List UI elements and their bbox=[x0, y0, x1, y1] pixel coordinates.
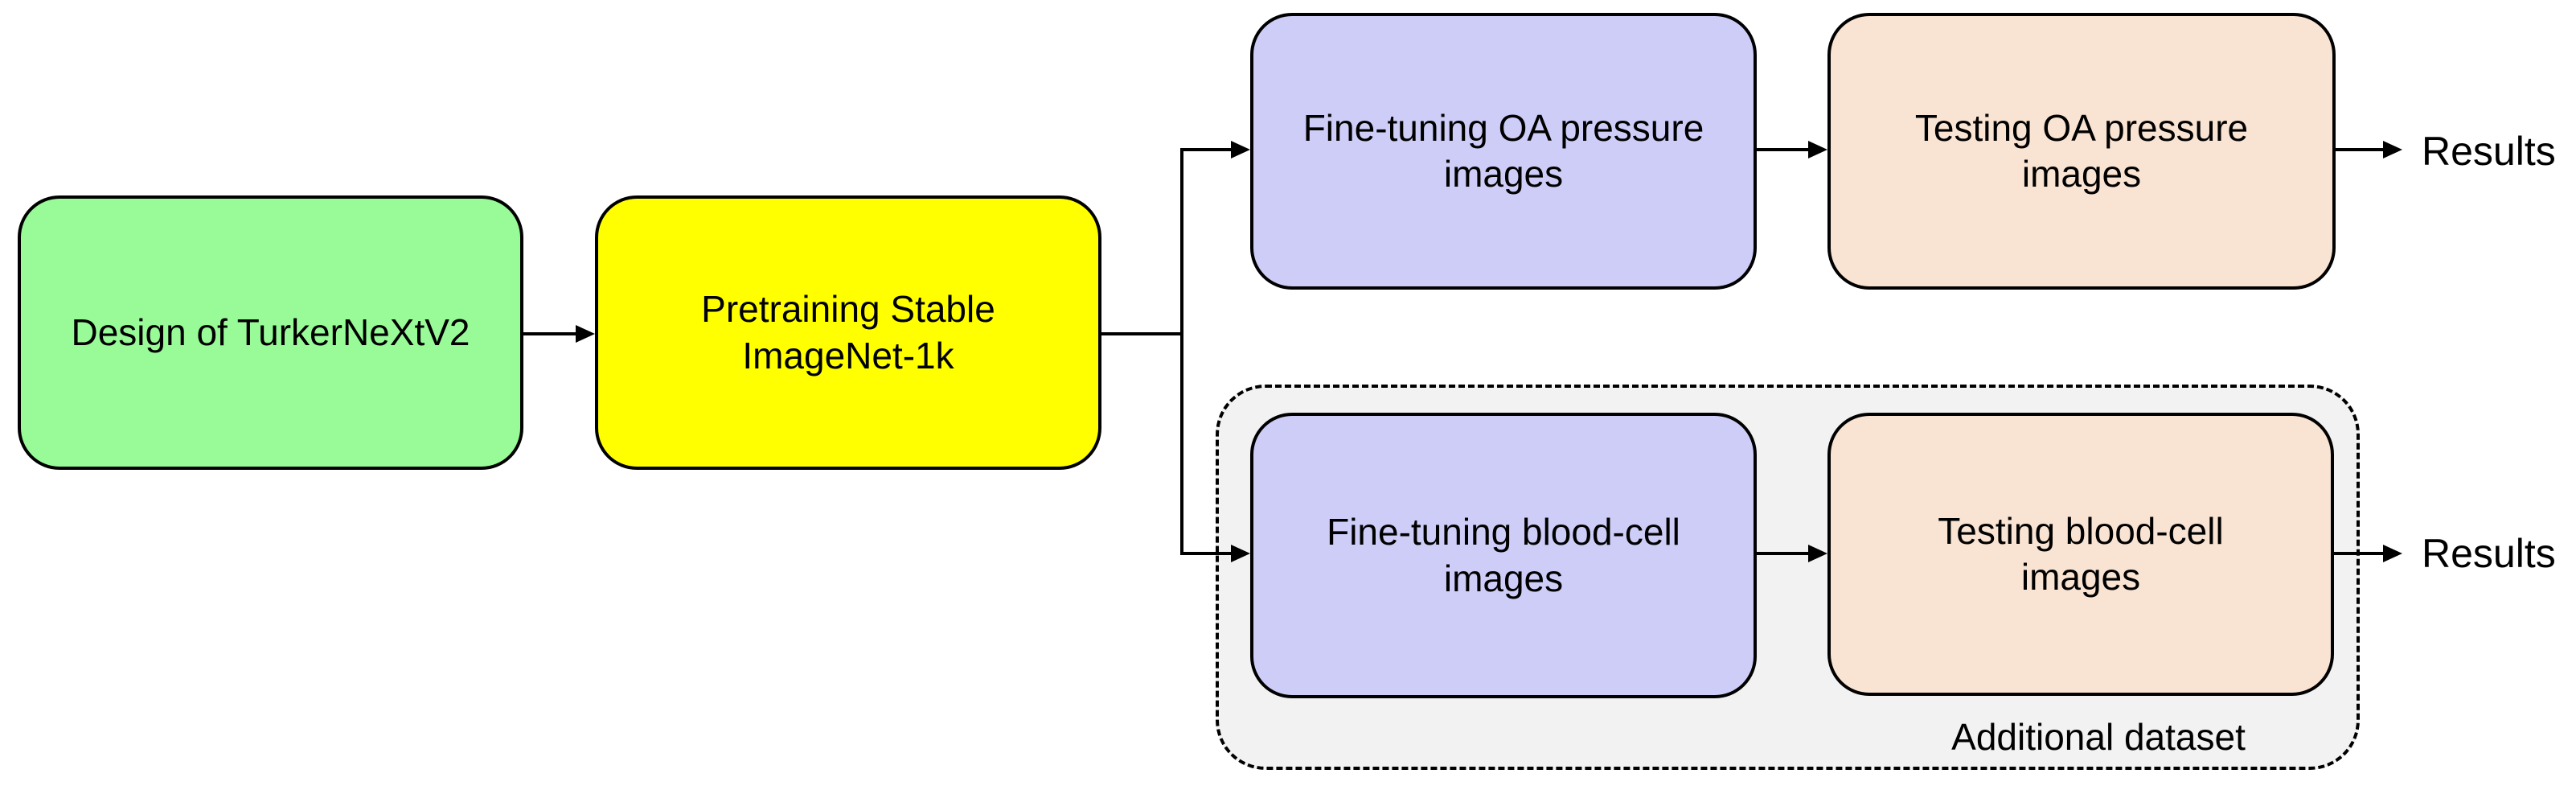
node-test-oa-label: Testing OA pressure images bbox=[1914, 106, 2249, 195]
connector-test-oa-to-results bbox=[2336, 148, 2385, 151]
node-pretraining-imagenet: Pretraining Stable ImageNet-1k bbox=[595, 195, 1101, 470]
additional-dataset-label: Additional dataset bbox=[1951, 716, 2246, 758]
node-pretraining-label: Pretraining Stable ImageNet-1k bbox=[701, 288, 995, 376]
node-test-blood-cell: Testing blood-cell images bbox=[1827, 413, 2334, 696]
arrowhead-branch-to-finetune-blood bbox=[1231, 545, 1250, 562]
results-label-bottom: Results bbox=[2422, 531, 2556, 576]
arrowhead-finetune-blood-to-test-blood bbox=[1808, 545, 1827, 562]
node-finetune-blood-cell: Fine-tuning blood-cell images bbox=[1250, 413, 1757, 698]
connector-finetune-blood-to-test-blood bbox=[1757, 552, 1811, 555]
connector-test-blood-to-results bbox=[2334, 552, 2385, 555]
arrowhead-test-blood-to-results bbox=[2383, 545, 2402, 562]
arrowhead-test-oa-to-results bbox=[2383, 141, 2402, 158]
node-finetune-blood-label: Fine-tuning blood-cell images bbox=[1327, 511, 1680, 599]
node-design-label: Design of TurkerNeXtV2 bbox=[71, 311, 470, 353]
node-design-turkernextv2: Design of TurkerNeXtV2 bbox=[18, 195, 523, 470]
arrowhead-finetune-oa-to-test-oa bbox=[1808, 141, 1827, 158]
node-finetune-oa-label: Fine-tuning OA pressure images bbox=[1302, 106, 1704, 195]
arrowhead-branch-to-finetune-oa bbox=[1231, 141, 1250, 158]
connector-branch-to-finetune-oa bbox=[1180, 148, 1233, 151]
node-finetune-oa-pressure: Fine-tuning OA pressure images bbox=[1250, 13, 1757, 290]
node-test-blood-label: Testing blood-cell images bbox=[1938, 509, 2224, 598]
arrowhead-design-to-pretrain bbox=[576, 325, 595, 343]
results-label-top: Results bbox=[2422, 129, 2556, 174]
node-test-oa-pressure: Testing OA pressure images bbox=[1827, 13, 2336, 290]
connector-design-to-pretrain bbox=[523, 332, 577, 335]
connector-finetune-oa-to-test-oa bbox=[1757, 148, 1811, 151]
connector-pretrain-to-branch bbox=[1101, 332, 1183, 335]
connector-branch-to-finetune-blood bbox=[1180, 552, 1233, 555]
branch-vertical-line bbox=[1180, 148, 1183, 555]
